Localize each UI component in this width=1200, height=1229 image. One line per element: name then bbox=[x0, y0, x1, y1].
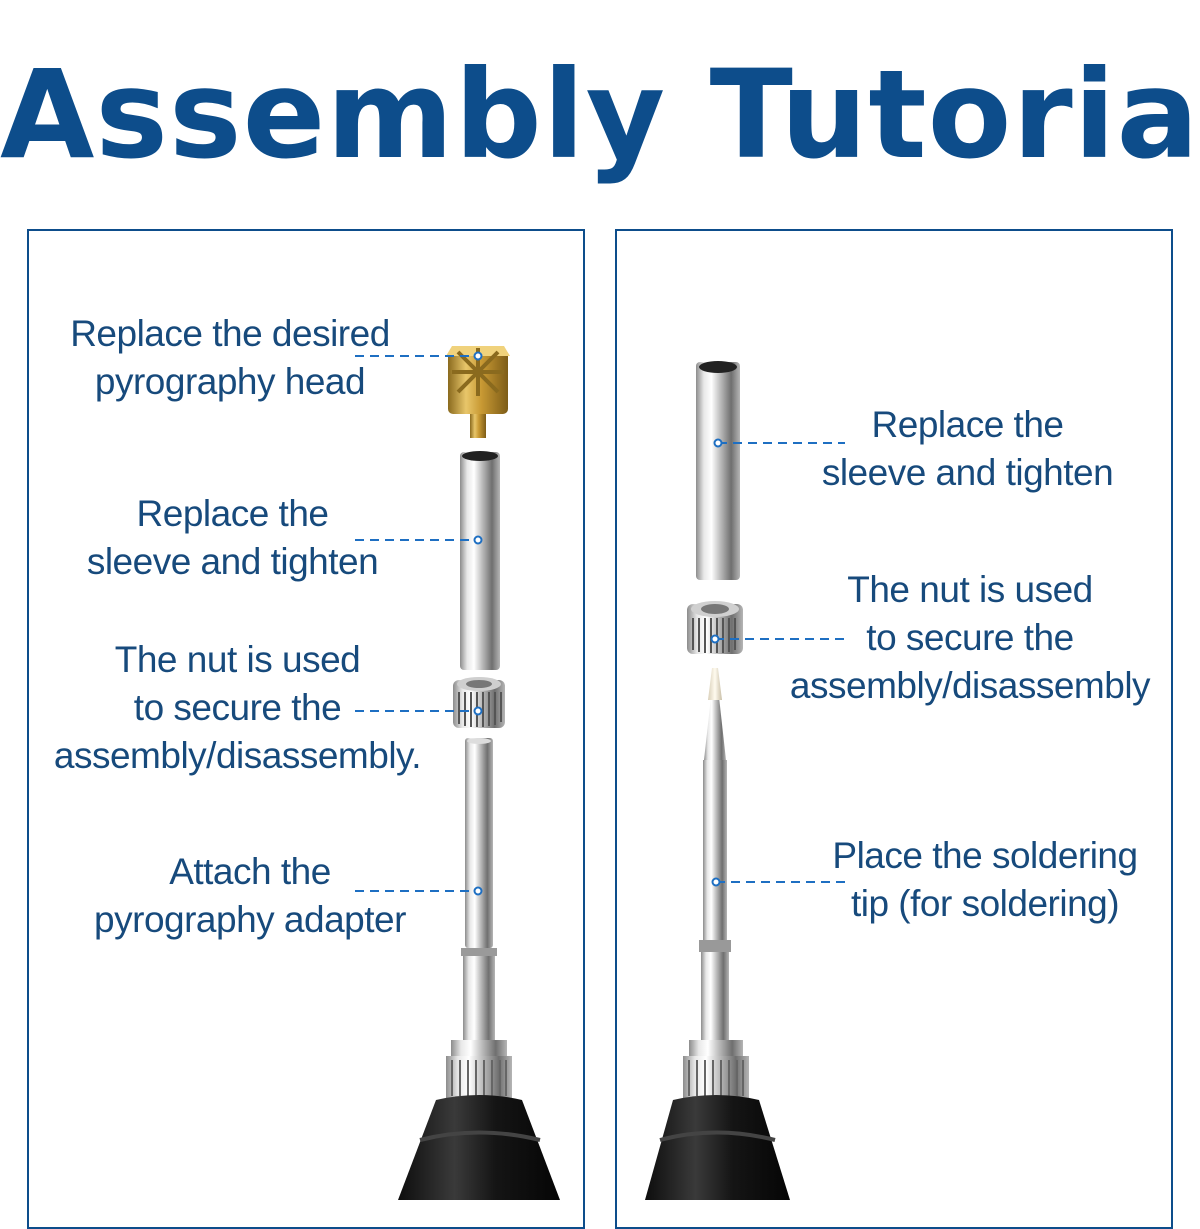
leader-dot-left-nut bbox=[473, 706, 483, 716]
right-iron-handle bbox=[645, 952, 790, 1200]
label-line: Attach the bbox=[169, 851, 331, 892]
label-line: The nut is used bbox=[847, 569, 1093, 610]
label-line: to secure the bbox=[866, 617, 1074, 658]
pyrography-head-part bbox=[446, 346, 510, 438]
label-line: assembly/disassembly bbox=[789, 665, 1151, 706]
soldering-tip-part bbox=[699, 668, 731, 952]
label-line: pyrography adapter bbox=[94, 899, 406, 940]
leader-dot-head bbox=[473, 351, 483, 361]
label-line: sleeve and tighten bbox=[821, 452, 1114, 493]
leader-dot-adapter bbox=[473, 886, 483, 896]
label-pyrography-head: Replace the desired pyrography head bbox=[60, 310, 400, 406]
label-line: Replace the desired bbox=[70, 313, 390, 354]
leader-dot-tip bbox=[711, 877, 721, 887]
label-line: to secure the bbox=[133, 687, 342, 728]
label-soldering-tip: Place the soldering tip (for soldering) bbox=[820, 832, 1150, 928]
right-nut-part bbox=[687, 601, 743, 654]
label-right-sleeve: Replace the sleeve and tighten bbox=[800, 401, 1135, 497]
left-nut-part bbox=[453, 677, 505, 728]
leader-dot-right-sleeve bbox=[713, 438, 723, 448]
leader-dot-right-nut bbox=[710, 634, 720, 644]
label-line: assembly/disassembly. bbox=[53, 735, 422, 776]
right-sleeve-part bbox=[696, 361, 740, 580]
label-line: Place the soldering bbox=[832, 835, 1138, 876]
label-pyrography-adapter: Attach the pyrography adapter bbox=[70, 848, 430, 944]
label-line: Replace the bbox=[136, 493, 329, 534]
label-line: Replace the bbox=[871, 404, 1064, 445]
label-line: tip (for soldering) bbox=[850, 883, 1120, 924]
label-line: sleeve and tighten bbox=[86, 541, 379, 582]
label-left-sleeve: Replace the sleeve and tighten bbox=[60, 490, 405, 586]
label-left-nut: The nut is used to secure the assembly/d… bbox=[45, 636, 430, 780]
label-line: The nut is used bbox=[114, 639, 361, 680]
page-title: Assembly Tutorial bbox=[0, 44, 1200, 186]
label-line: pyrography head bbox=[94, 361, 366, 402]
label-right-nut: The nut is used to secure the assembly/d… bbox=[785, 566, 1155, 710]
leader-dot-left-sleeve bbox=[473, 535, 483, 545]
left-sleeve-part bbox=[460, 451, 500, 670]
left-iron-handle bbox=[398, 956, 560, 1200]
pyrography-adapter-part bbox=[461, 738, 497, 956]
assembly-illustration bbox=[355, 346, 845, 1200]
